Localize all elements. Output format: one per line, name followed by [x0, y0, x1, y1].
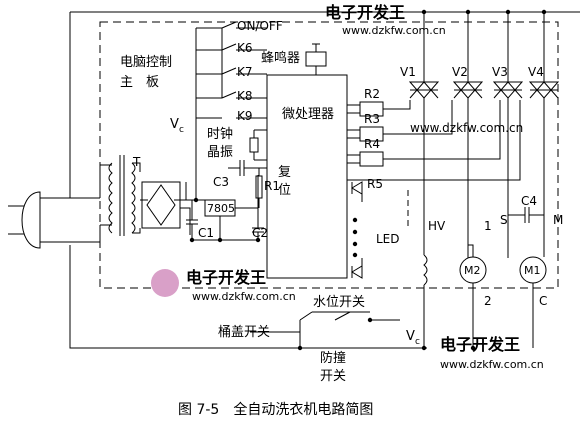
wire-c-label: C: [539, 294, 547, 308]
vc-bottom-label: V: [406, 329, 415, 344]
main-board-label-1: 电脑控制: [120, 55, 172, 70]
water-switch-label: 水位开关: [313, 295, 365, 310]
board-outline: [99, 21, 559, 289]
watermark-brand-center: 电子开发王: [186, 268, 266, 287]
hv-label: HV: [428, 219, 446, 233]
wire-1-label: 1: [484, 219, 492, 233]
r3-label: R3: [364, 112, 380, 126]
m-label: M: [553, 213, 563, 227]
c1-label: C1: [198, 226, 214, 240]
watermark-url-center: www.dzkfw.com.cn: [192, 290, 296, 303]
crystal-label-2: 晶振: [207, 145, 233, 160]
c4-label: C4: [521, 194, 537, 208]
watermark-url-bottom: www.dzkfw.com.cn: [440, 358, 544, 371]
c2-label: C2: [252, 226, 268, 240]
reset-label-2: 位: [278, 183, 291, 198]
triac-v3-label: V3: [492, 65, 508, 79]
triac-v2-label: V2: [452, 65, 468, 79]
transformer-label: T: [132, 155, 141, 169]
regulator-label: 7805: [207, 202, 235, 215]
vc-bottom-sub: c: [415, 337, 420, 347]
triac-v4-label: V4: [528, 65, 544, 79]
figure-caption: 图 7-5 全自动洗衣机电路简图: [178, 401, 373, 418]
main-board-label-2: 主 板: [120, 75, 159, 90]
m1-label: M1: [524, 264, 541, 277]
mcu-label: 微处理器: [282, 107, 334, 122]
r1-label: R1: [264, 179, 280, 193]
switch-k9-label: K9: [237, 109, 253, 123]
anti-collision-label-2: 开关: [320, 369, 346, 384]
reset-label-1: 复: [278, 165, 291, 180]
watermark-brand-bottom: 电子开发王: [440, 335, 520, 354]
buzzer-label: 蜂鸣器: [261, 50, 300, 66]
switch-k8-label: K8: [237, 89, 253, 103]
watermark-url-right: www.dzkfw.com.cn: [410, 121, 523, 135]
wire-2-label: 2: [484, 294, 492, 308]
switch-k7-label: K7: [237, 65, 253, 79]
vc-left-sub: c: [179, 125, 184, 135]
r2-label: R2: [364, 87, 380, 101]
watermark-logo-icon: [151, 269, 179, 297]
c3-label: C3: [213, 175, 229, 189]
mcu-box: [266, 74, 348, 279]
switch-onoff-label: ON/OFF: [237, 19, 283, 33]
led-label: LED: [376, 232, 400, 246]
watermark-url-top: www.dzkfw.com.cn: [342, 24, 446, 37]
s-label: S: [500, 213, 508, 227]
m2-label: M2: [464, 264, 481, 277]
triac-v1-label: V1: [400, 65, 416, 79]
crystal-label-1: 时钟: [207, 126, 233, 142]
watermark-brand-top: 电子开发王: [325, 3, 405, 22]
vc-left-label: V: [170, 117, 179, 132]
r5-label: R5: [367, 177, 383, 191]
anti-collision-label-1: 防撞: [320, 350, 346, 366]
lid-switch-label: 桶盖开关: [218, 325, 270, 340]
r4-label: R4: [364, 137, 380, 151]
switch-k6-label: K6: [237, 41, 253, 55]
